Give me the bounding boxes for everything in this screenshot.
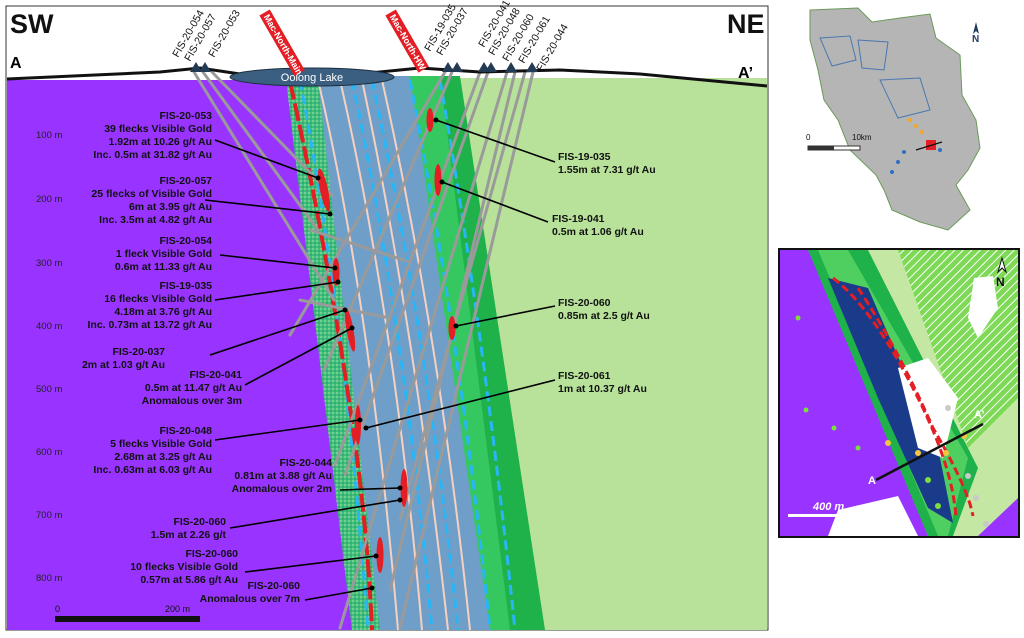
annotation-line: 4.18m at 3.76 g/t Au bbox=[114, 306, 212, 318]
regional-claims-inner bbox=[819, 35, 857, 67]
drill-holes bbox=[192, 70, 535, 630]
annotation-line: 5 flecks Visible Gold bbox=[110, 438, 212, 450]
depth-label: 800 m bbox=[36, 573, 62, 584]
depth-label: 400 m bbox=[36, 321, 62, 332]
regional-claims-outline bbox=[809, 7, 981, 231]
scale-end: 200 m bbox=[165, 604, 190, 614]
annotation-line: Anomalous over 2m bbox=[232, 483, 332, 495]
depth-label: 600 m bbox=[36, 447, 62, 458]
annotation-line: 2.68m at 3.25 g/t Au bbox=[114, 451, 212, 463]
regional-claims-inner-2 bbox=[857, 39, 889, 71]
annotation-line: 2m at 1.03 g/t Au bbox=[82, 359, 165, 371]
annotation-line: 1m at 10.37 g/t Au bbox=[558, 383, 647, 395]
annotation-line: 39 flecks Visible Gold bbox=[104, 123, 212, 135]
leader-lines bbox=[204, 119, 556, 601]
annotation-line: FIS-20-060 bbox=[173, 516, 226, 528]
detail-drill-collars bbox=[795, 315, 989, 527]
regional-scale-zero: 0 bbox=[806, 133, 811, 142]
collar-markers bbox=[190, 62, 538, 72]
annotation-line: 0.85m at 2.5 g/t Au bbox=[558, 310, 650, 322]
annotation-line: 1.55m at 7.31 g/t Au bbox=[558, 164, 656, 176]
detail-map: A A’ N 400 m bbox=[778, 248, 1020, 538]
regional-north-arrow: N bbox=[972, 22, 979, 45]
annotation-line: 16 flecks Visible Gold bbox=[104, 293, 212, 305]
regional-scale-end: 10km bbox=[852, 133, 872, 142]
a-left-label: A bbox=[10, 55, 22, 72]
annotation-line: FIS-20-060 bbox=[185, 548, 238, 560]
annotation-line: 10 flecks Visible Gold bbox=[130, 561, 238, 573]
annotation-line: FIS-19-035 bbox=[558, 151, 611, 163]
regional-north-label: N bbox=[972, 34, 979, 45]
cross-section: Oolong Lake SW NE A A’ FIS-20-054 FIS-20… bbox=[5, 0, 769, 631]
annotation-line: Anomalous over 3m bbox=[142, 395, 242, 407]
lake-label: Oolong Lake bbox=[281, 72, 343, 84]
detail-scale-bar: 400 m bbox=[788, 501, 863, 517]
annotation-line: 0.6m at 11.33 g/t Au bbox=[115, 261, 212, 273]
regional-scale-bar: 0 10km bbox=[806, 133, 872, 151]
main-gold-zone bbox=[288, 81, 374, 631]
regional-section-line bbox=[915, 141, 943, 151]
sw-label: SW bbox=[10, 9, 54, 39]
annotation-line: FIS-20-044 bbox=[279, 457, 332, 469]
regional-claims-inner-3 bbox=[879, 77, 931, 119]
annotation-line: 6m at 3.95 g/t Au bbox=[129, 201, 212, 213]
annotation-line: Anomalous over 7m bbox=[200, 593, 300, 605]
annotation-line: Inc. 0.63m at 6.03 g/t Au bbox=[93, 464, 212, 476]
depth-label: 700 m bbox=[36, 510, 62, 521]
annotation-line: 0.5m at 1.06 g/t Au bbox=[552, 226, 644, 238]
a-right-label: A’ bbox=[738, 65, 753, 82]
detail-ultramafic bbox=[828, 278, 953, 523]
regional-map: N 0 10km bbox=[806, 7, 981, 231]
depth-axis: 100 m 200 m 300 m 400 m 500 m 600 m 700 … bbox=[36, 130, 62, 584]
annotation-line: FIS-20-060 bbox=[247, 580, 300, 592]
detail-north-arrow: N bbox=[996, 256, 1008, 289]
annotation-line: FIS-20-053 bbox=[159, 110, 212, 122]
ne-label: NE bbox=[727, 9, 765, 39]
depth-label: 200 m bbox=[36, 194, 62, 205]
detail-scale-label: 400 m bbox=[812, 501, 844, 513]
annotation-line: FIS-20-057 bbox=[159, 175, 212, 187]
depth-label: 500 m bbox=[36, 384, 62, 395]
detail-white-lake-bottom bbox=[828, 496, 918, 536]
annotation-line: FIS-19-041 bbox=[552, 213, 605, 225]
gold-intercepts bbox=[317, 108, 456, 573]
detail-zone-outline-2 bbox=[856, 287, 975, 517]
annotation-line: 0.81m at 3.88 g/t Au bbox=[234, 470, 332, 482]
detail-a-end: A’ bbox=[974, 409, 984, 421]
detail-white-lake-top bbox=[968, 276, 998, 338]
scale-zero: 0 bbox=[55, 604, 60, 614]
annotations-right: FIS-19-035 1.55m at 7.31 g/t Au FIS-19-0… bbox=[552, 151, 656, 395]
annotation-line: FIS-20-060 bbox=[558, 297, 611, 309]
oolong-lake bbox=[229, 67, 395, 87]
detail-north-label: N bbox=[996, 275, 1005, 289]
annotation-line: 25 flecks of Visible Gold bbox=[91, 188, 212, 200]
annotation-line: 0.57m at 5.86 g/t Au bbox=[140, 574, 238, 586]
detail-a-start: A bbox=[868, 475, 876, 487]
annotation-line: FIS-20-041 bbox=[189, 369, 242, 381]
section-scale-bar: 0 200 m bbox=[55, 604, 200, 622]
annotation-line: 0.5m at 11.47 g/t Au bbox=[145, 382, 242, 394]
detail-section-line bbox=[875, 422, 984, 482]
annotation-line: 1.92m at 10.26 g/t Au bbox=[109, 136, 213, 148]
regional-deposits bbox=[890, 118, 942, 174]
arrow-heads bbox=[315, 117, 459, 591]
annotation-line: Inc. 0.73m at 13.72 g/t Au bbox=[88, 319, 213, 331]
annotation-line: 1 fleck Visible Gold bbox=[116, 248, 212, 260]
annotations-left: FIS-20-053 39 flecks Visible Gold 1.92m … bbox=[82, 110, 332, 605]
annotation-line: Inc. 3.5m at 4.82 g/t Au bbox=[99, 214, 212, 226]
annotation-line: FIS-20-048 bbox=[159, 425, 212, 437]
annotation-line: FIS-20-054 bbox=[159, 235, 212, 247]
depth-label: 300 m bbox=[36, 258, 62, 269]
annotation-line: Inc. 0.5m at 31.82 g/t Au bbox=[93, 149, 212, 161]
depth-label: 100 m bbox=[36, 130, 62, 141]
annotation-line: 1.5m at 2.26 g/t bbox=[151, 529, 227, 541]
annotation-line: FIS-20-061 bbox=[558, 370, 611, 382]
annotation-line: FIS-20-037 bbox=[112, 346, 165, 358]
annotation-line: FIS-19-035 bbox=[159, 280, 212, 292]
